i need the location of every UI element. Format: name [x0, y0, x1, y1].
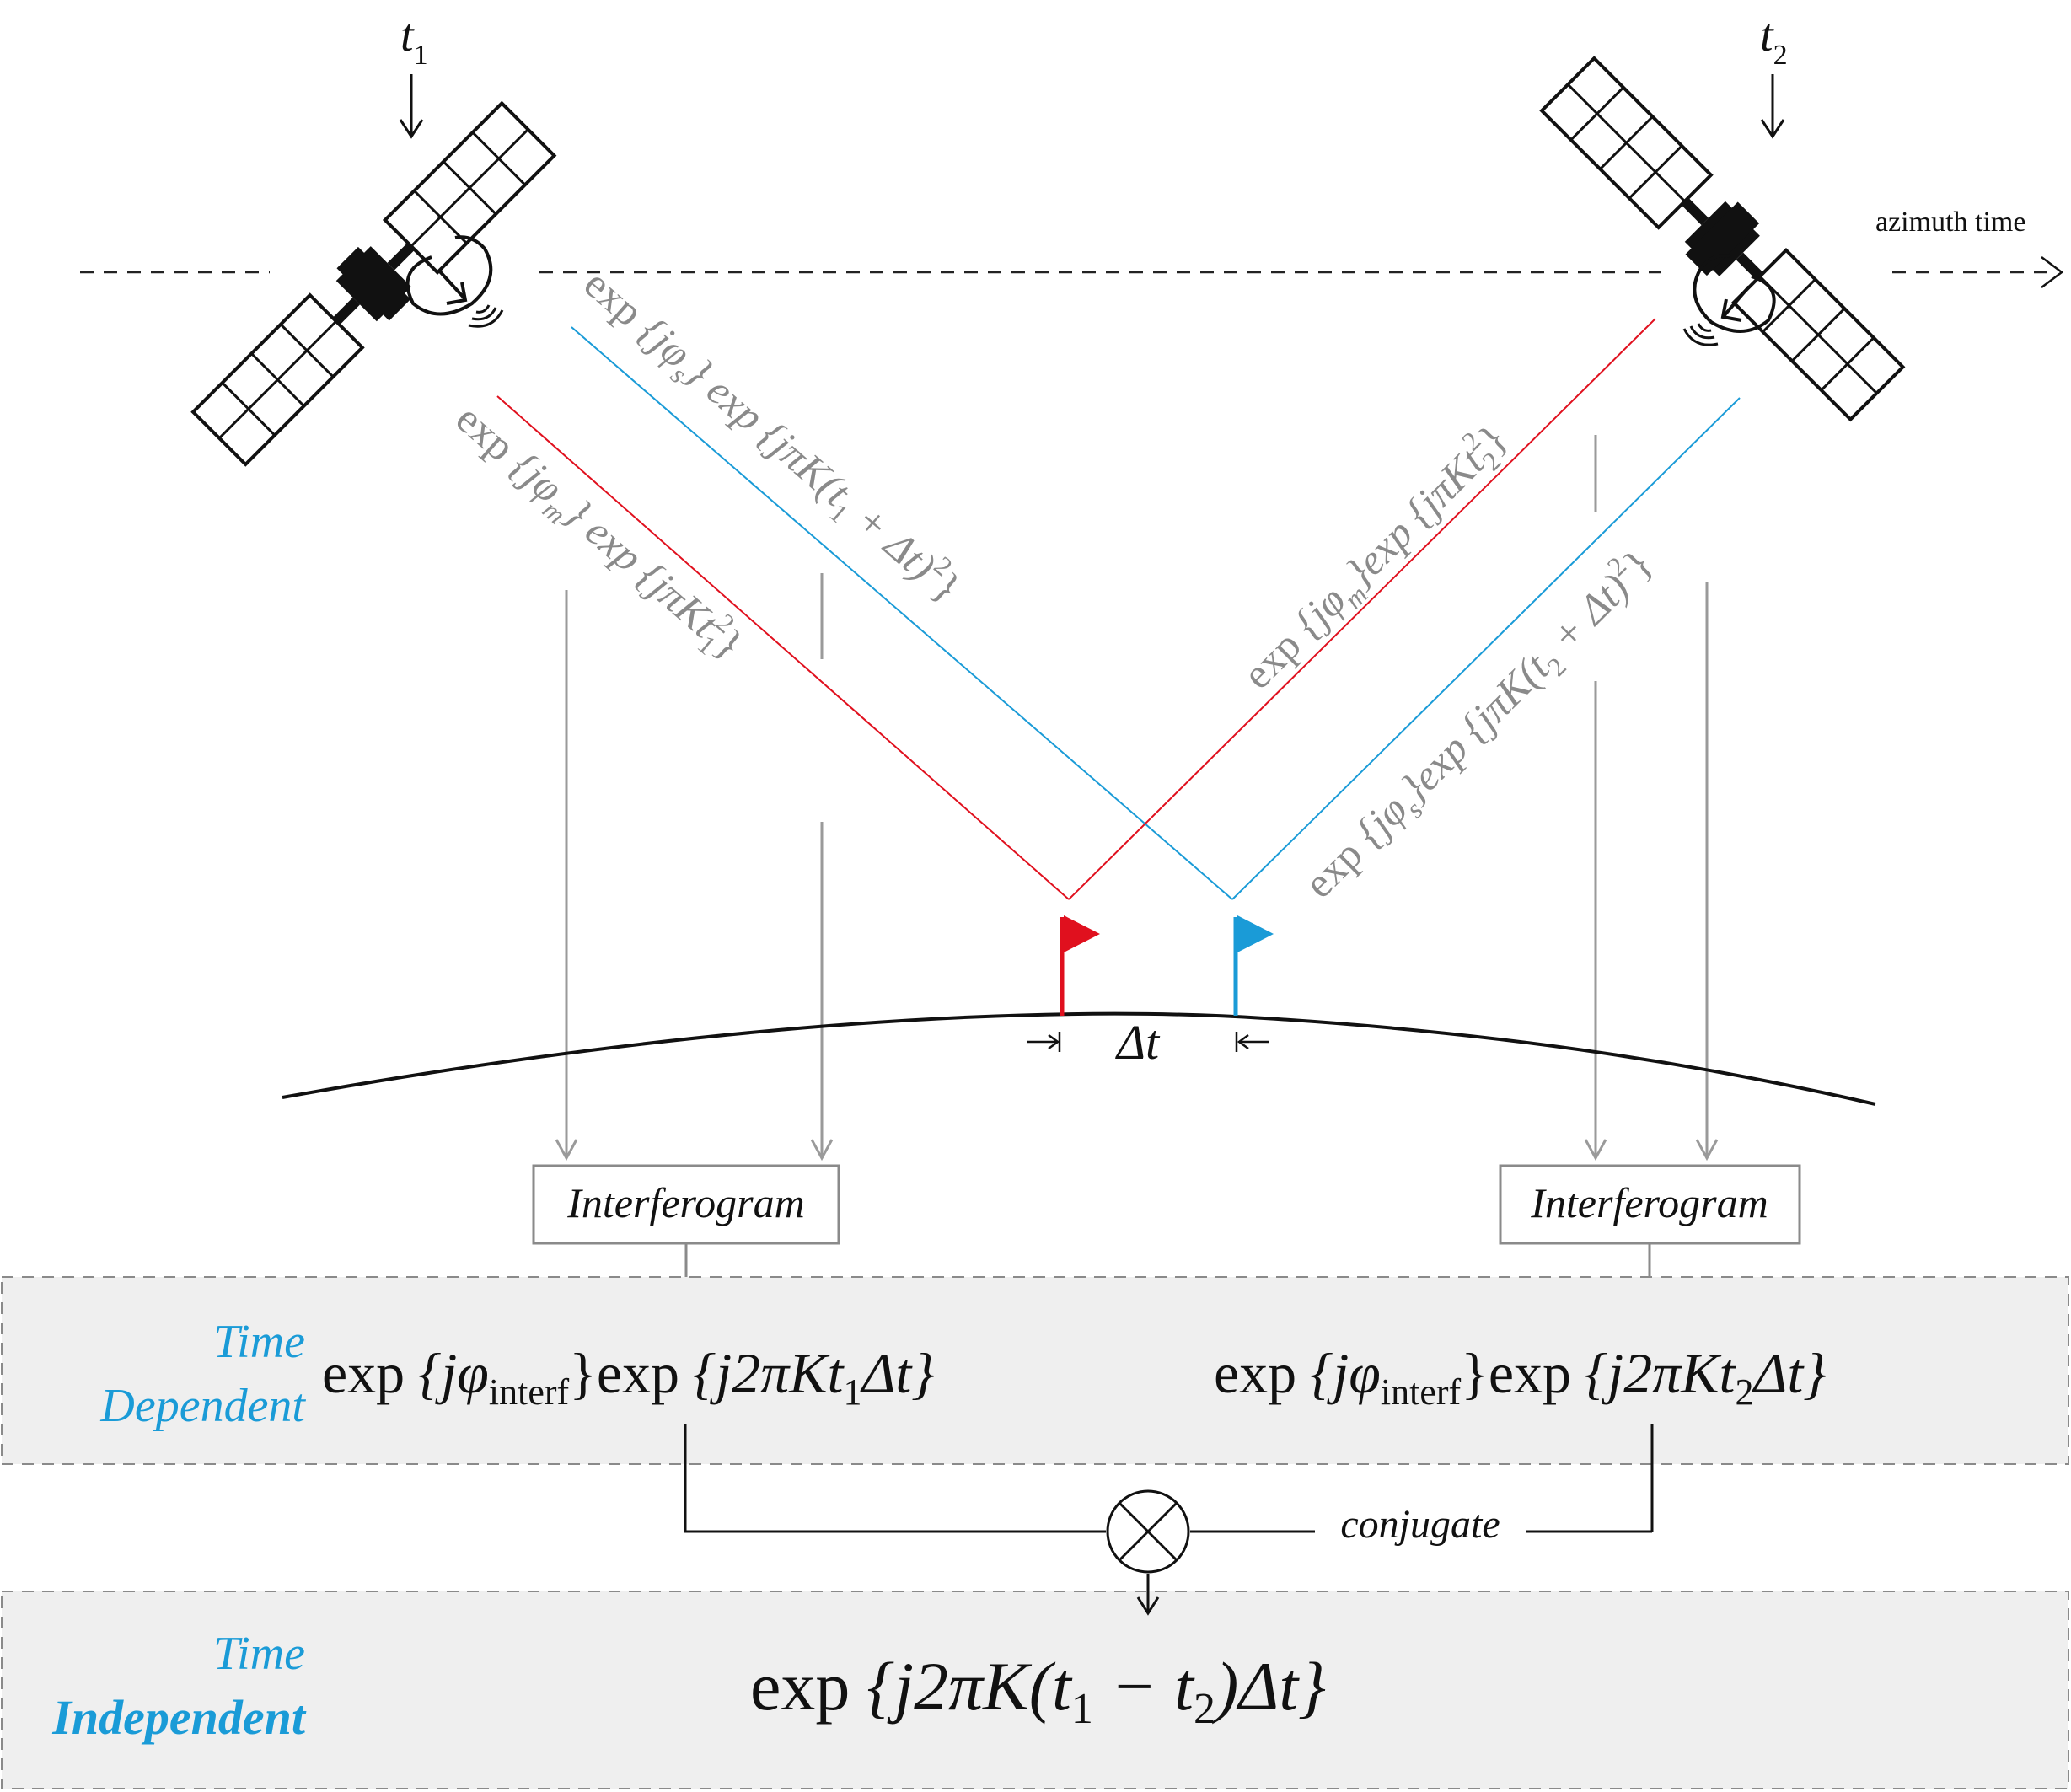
time-independent-panel — [1, 1591, 2069, 1789]
antenna-right-icon — [1682, 254, 1776, 346]
satellite-right-icon — [1539, 56, 1906, 422]
interferogram-box-right — [1499, 1164, 1801, 1245]
projection-arrows — [555, 435, 1719, 1162]
right-master-beam — [1068, 318, 1656, 900]
t2-arrow — [1760, 74, 1785, 139]
time-dependent-equation-left: exp{jφinterf}exp{j2πKt1Δt} — [322, 1341, 934, 1413]
blue-flag-icon — [1233, 915, 1274, 1016]
delta-marker-right-icon — [1235, 1032, 1269, 1052]
time-independent-label-line1: Time — [213, 1628, 305, 1680]
left-master-beam — [496, 395, 1070, 900]
red-flag-icon — [1060, 915, 1100, 1016]
time-dependent-label-line2: Dependent — [99, 1380, 306, 1432]
time-dependent-label-line1: Time — [213, 1316, 305, 1368]
time-independent-equation: exp{j2πK(t1 − t2)Δt} — [750, 1648, 1326, 1733]
delta-t-label: Δt — [1115, 1015, 1161, 1070]
multiply-circle-icon — [1106, 1489, 1190, 1574]
time-independent-label-line2: Independent — [51, 1690, 307, 1745]
interferogram-label-left: Interferogram — [566, 1179, 804, 1226]
satellite-left-icon — [190, 100, 557, 467]
ground-curve — [282, 1011, 1876, 1106]
left-slave-beam — [571, 326, 1233, 900]
time-dependent-equation-right: exp{jφinterf}exp{j2πKt2Δt} — [1214, 1341, 1826, 1413]
t1-label: t1 — [400, 9, 428, 71]
antenna-left-icon — [405, 235, 504, 328]
azimuth-axis — [80, 256, 2064, 288]
azimuth-time-label: azimuth time — [1875, 207, 2025, 238]
right-slave-beam — [1231, 397, 1741, 900]
t1-arrow — [399, 74, 424, 139]
axis-arrow-icon — [2041, 256, 2064, 288]
right-master-expression: exp{jφm}exp {jπKt22} — [1230, 411, 1521, 703]
delta-marker-left-icon — [1027, 1032, 1061, 1052]
interferogram-label-right: Interferogram — [1530, 1179, 1768, 1226]
combiner-lines — [684, 1424, 1654, 1616]
time-dependent-panel — [1, 1276, 2069, 1465]
t2-label: t2 — [1760, 9, 1788, 71]
interferogram-box-left — [532, 1164, 840, 1245]
left-master-expression: exp{jφm} exp {jπKt12} — [443, 391, 757, 674]
conjugate-label: conjugate — [1340, 1502, 1500, 1547]
